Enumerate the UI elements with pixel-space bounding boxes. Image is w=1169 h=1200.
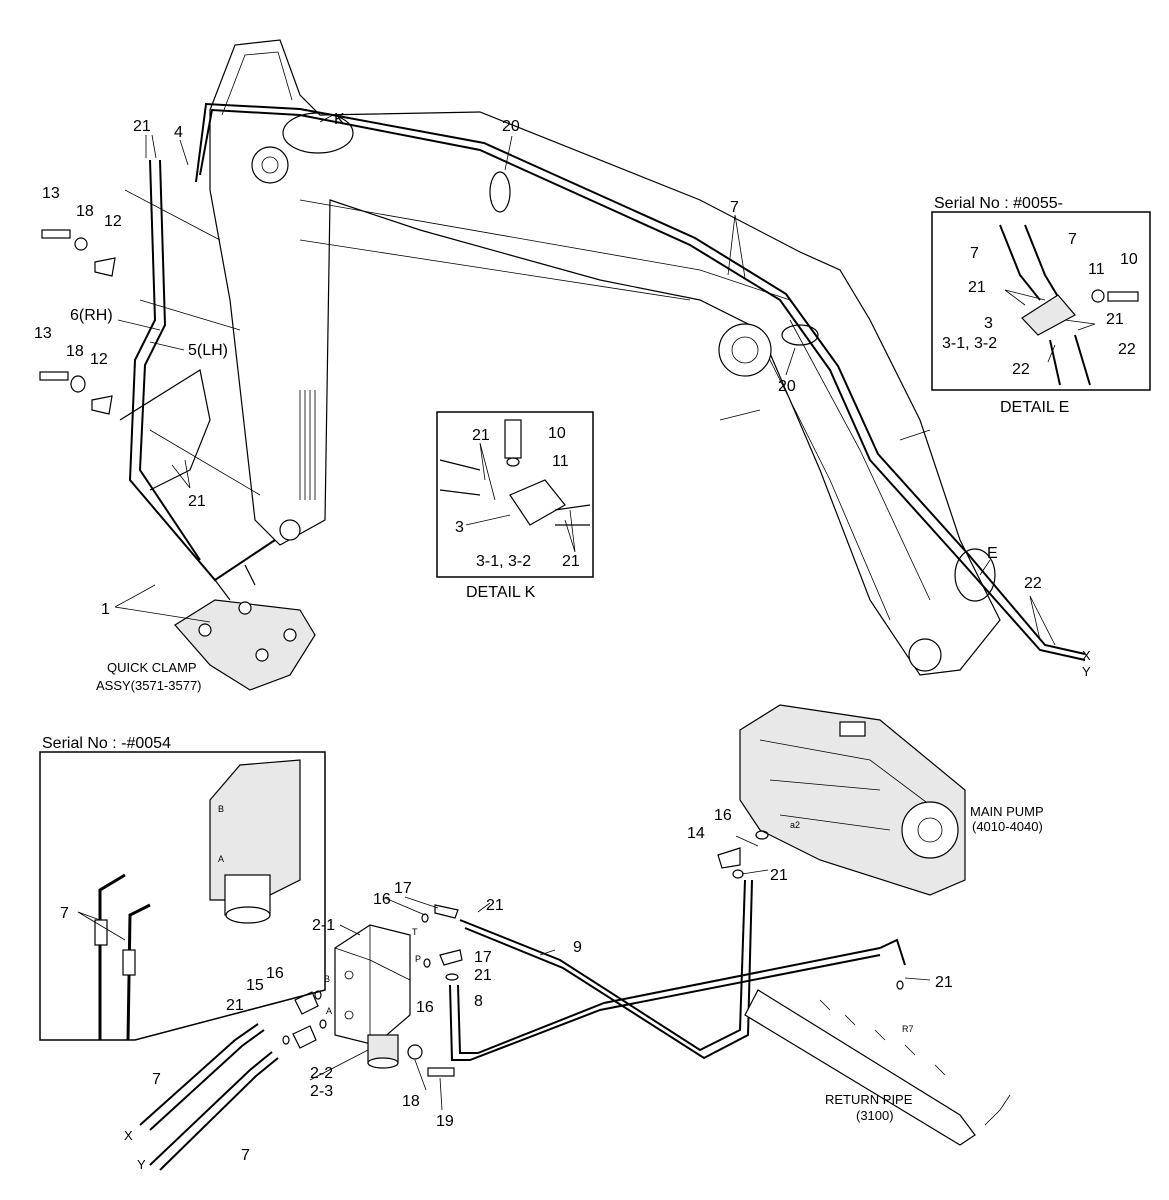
detail-e-box <box>931 211 1151 391</box>
callout-e: E <box>987 545 998 562</box>
callout-20-a: 20 <box>502 118 520 135</box>
callout-1: 1 <box>101 601 110 618</box>
bolt-13-b <box>39 371 113 415</box>
valve-7-a: 7 <box>152 1071 161 1088</box>
callout-y: Y <box>1082 664 1091 679</box>
callout-18-a: 18 <box>76 203 94 220</box>
pump-port-a2: a2 <box>790 820 800 830</box>
serial-old-7: 7 <box>60 905 69 922</box>
detail-e-7-a: 7 <box>970 245 979 262</box>
valve-port-b: B <box>324 974 330 984</box>
callout-12-b: 12 <box>90 351 108 368</box>
valve-port-t: T <box>412 927 418 937</box>
callout-4: 4 <box>174 124 183 141</box>
valve-2-1: 2-1 <box>312 917 335 934</box>
valve-8: 8 <box>474 993 483 1010</box>
main-pump <box>717 704 966 896</box>
callout-k: K <box>334 111 345 128</box>
valve-hoses <box>139 879 906 1171</box>
bolt-13-a <box>41 229 116 277</box>
detail-k-marker <box>282 112 354 154</box>
callout-12-a: 12 <box>104 213 122 230</box>
callout-18-b: 18 <box>66 343 84 360</box>
callout-21-mid: 21 <box>188 493 206 510</box>
pump-14: 14 <box>687 825 705 842</box>
callout-21-top: 21 <box>133 118 151 135</box>
valve-y: Y <box>137 1157 146 1172</box>
pump-21: 21 <box>770 867 788 884</box>
detail-e-22-b: 22 <box>1118 341 1136 358</box>
valve-2-3: 2-3 <box>310 1083 333 1100</box>
callout-5lh: 5(LH) <box>188 342 228 359</box>
detail-k-box <box>436 411 594 578</box>
valve-7-b: 7 <box>241 1147 250 1164</box>
boom-assembly <box>195 39 1086 676</box>
detail-k-11: 11 <box>552 453 569 470</box>
detail-e-21-b: 21 <box>1106 311 1124 328</box>
detail-e-31: 3-1, 3-2 <box>942 335 997 352</box>
valve-21-left: 21 <box>226 997 244 1014</box>
serial-old-box <box>39 751 326 1041</box>
callout-22: 22 <box>1024 575 1042 592</box>
valve-21-mid: 21 <box>474 967 492 984</box>
quick-clamp-line1: QUICK CLAMP <box>107 660 197 675</box>
return-pipe-line2: (3100) <box>856 1108 894 1123</box>
detail-e-7-b: 7 <box>1068 231 1077 248</box>
leader-lines <box>77 114 1096 1111</box>
quick-clamp-line2: ASSY(3571-3577) <box>96 678 202 693</box>
valve-9: 9 <box>573 939 582 956</box>
detail-k-31: 3-1, 3-2 <box>476 553 531 570</box>
valve-x: X <box>124 1128 133 1143</box>
return-pipe-line1: RETURN PIPE <box>825 1092 913 1107</box>
quick-clamp-assembly <box>174 564 316 691</box>
detail-e-21-a: 21 <box>968 279 986 296</box>
pump-line2: (4010-4040) <box>972 819 1043 834</box>
control-valve <box>334 924 411 1069</box>
valve-port-a: A <box>326 1006 332 1016</box>
serial-old-port-b: B <box>218 804 224 814</box>
detail-k-3: 3 <box>455 519 464 536</box>
detail-k-21-a: 21 <box>472 427 490 444</box>
valve-fittings <box>282 904 463 1077</box>
pump-line1: MAIN PUMP <box>970 804 1044 819</box>
return-pipe-port-r7: R7 <box>902 1024 914 1034</box>
callout-x: X <box>1082 648 1091 663</box>
return-pipe-21: 21 <box>935 974 953 991</box>
serial-old-port-a: A <box>218 854 224 864</box>
detail-k-10: 10 <box>548 425 566 442</box>
pump-16: 16 <box>714 807 732 824</box>
valve-15: 15 <box>246 977 264 994</box>
valve-port-p: P <box>415 954 421 964</box>
callout-13-a: 13 <box>42 185 60 202</box>
valve-21-top: 21 <box>486 897 504 914</box>
detail-e-10: 10 <box>1120 251 1138 268</box>
detail-e-title: DETAIL E <box>1000 399 1069 416</box>
valve-16-mid: 16 <box>416 999 434 1016</box>
valve-2-2: 2-2 <box>310 1065 333 1082</box>
return-pipe <box>744 980 1011 1146</box>
valve-18: 18 <box>402 1093 420 1110</box>
valve-16-top: 16 <box>373 891 391 908</box>
callout-7: 7 <box>730 199 739 216</box>
detail-e-22-a: 22 <box>1012 361 1030 378</box>
detail-e-serial: Serial No : #0055- <box>934 195 1063 212</box>
callout-13-b: 13 <box>34 325 52 342</box>
detail-e-11: 11 <box>1088 261 1105 278</box>
detail-k-title: DETAIL K <box>466 584 536 601</box>
detail-k-21-b: 21 <box>562 553 580 570</box>
callout-20-b: 20 <box>778 378 796 395</box>
boom-hoses <box>119 159 276 582</box>
valve-16-left: 16 <box>266 965 284 982</box>
valve-19: 19 <box>436 1113 454 1130</box>
detail-e-3: 3 <box>984 315 993 332</box>
serial-old-label: Serial No : -#0054 <box>42 735 171 752</box>
detail-e-marker <box>954 548 996 602</box>
valve-17-mid: 17 <box>474 949 492 966</box>
callout-6rh: 6(RH) <box>70 307 113 324</box>
valve-17-top: 17 <box>394 880 412 897</box>
